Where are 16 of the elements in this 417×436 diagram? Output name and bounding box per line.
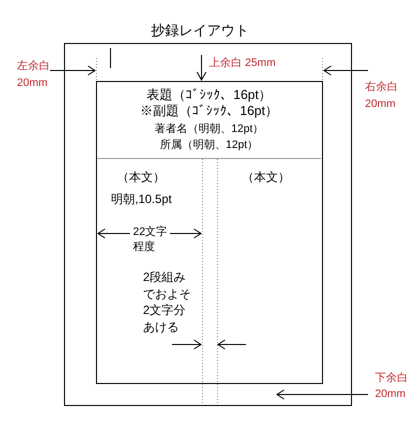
title-text: 表題（ｺﾞｼｯｸ、16pt） <box>146 87 272 103</box>
author-text: 著者名（明朝、12pt） <box>154 123 264 137</box>
text-area-box <box>96 80 322 384</box>
diagram-title: 抄録レイアウト <box>151 22 249 39</box>
body-label: （本文） <box>117 170 165 184</box>
body-label: （本文） <box>242 170 290 184</box>
affiliation-text: 所属（明朝、12pt） <box>160 139 258 153</box>
dimension-label: 22文字程度 <box>133 225 168 255</box>
font-spec-text: 明朝,10.5pt <box>111 192 172 206</box>
margin-label: 左余白20mm <box>17 59 51 91</box>
note-text: 2段組みでおよそ2文字分あける <box>143 269 192 335</box>
margin-label: 上余白 25mm <box>209 56 276 70</box>
margin-label: 下余白20mm <box>375 371 409 402</box>
subtitle-text: ※副題（ｺﾞｼｯｸ、16pt） <box>140 103 278 119</box>
margin-label: 右余白20mm <box>365 80 399 112</box>
page-outline <box>64 43 352 406</box>
